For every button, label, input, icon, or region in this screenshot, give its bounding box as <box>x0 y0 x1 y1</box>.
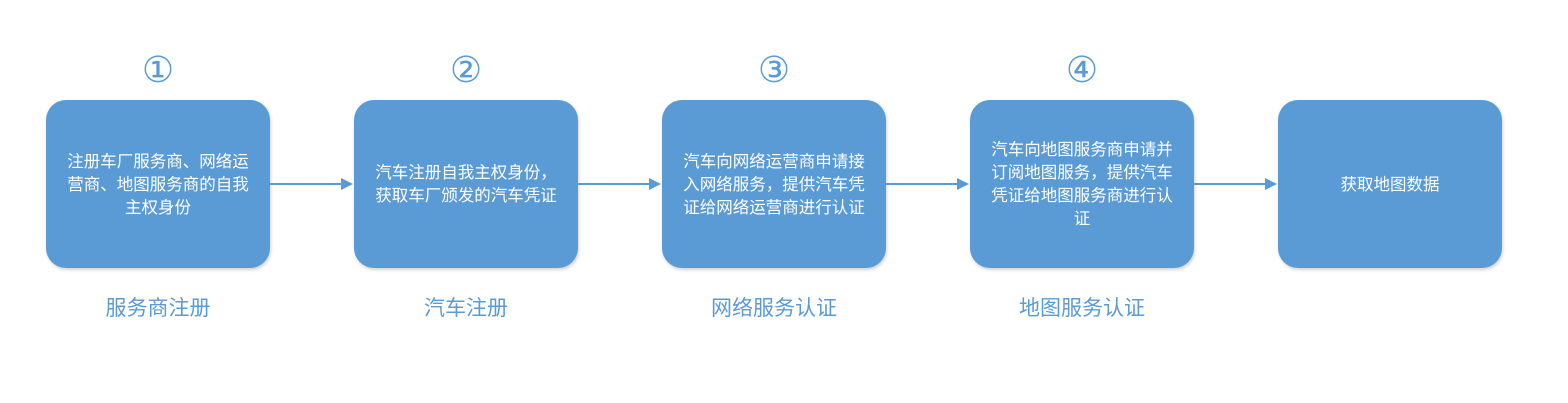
step-2-label: 汽车注册 <box>424 296 508 320</box>
arrow-1-2-head <box>341 178 353 190</box>
step-1-label: 服务商注册 <box>105 296 211 320</box>
step-2-number: ② <box>449 50 483 91</box>
step-1-box: 注册车厂服务商、网络运营商、地图服务商的自我主权身份 <box>46 100 270 268</box>
step-4-text: 汽车向地图服务商申请并订阅地图服务，提供汽车凭证给地图服务商进行认证 <box>991 140 1173 228</box>
step-5-text: 获取地图数据 <box>1340 174 1440 194</box>
step-4-box: 汽车向地图服务商申请并订阅地图服务，提供汽车凭证给地图服务商进行认证 <box>970 100 1194 268</box>
arrow-3-4-head <box>957 178 969 190</box>
step-3-box: 汽车向网络运营商申请接入网络服务，提供汽车凭证给网络运营商进行认证 <box>662 100 886 268</box>
arrow-2-3-head <box>649 178 661 190</box>
step-3-number: ③ <box>757 50 791 91</box>
arrow-4-5-head <box>1265 178 1277 190</box>
step-2-text: 汽车注册自我主权身份，获取车厂颁发的汽车凭证 <box>375 163 557 205</box>
step-3-text: 汽车向网络运营商申请接入网络服务，提供汽车凭证给网络运营商进行认证 <box>683 151 865 217</box>
step-2-box: 汽车注册自我主权身份，获取车厂颁发的汽车凭证 <box>354 100 578 268</box>
step-1-text: 注册车厂服务商、网络运营商、地图服务商的自我主权身份 <box>67 151 249 217</box>
step-4-number: ④ <box>1065 50 1099 91</box>
step-5-box: 获取地图数据 <box>1278 100 1502 268</box>
step-1-number: ① <box>141 50 175 91</box>
step-3-label: 网络服务认证 <box>711 296 837 320</box>
step-4-label: 地图服务认证 <box>1019 296 1145 320</box>
